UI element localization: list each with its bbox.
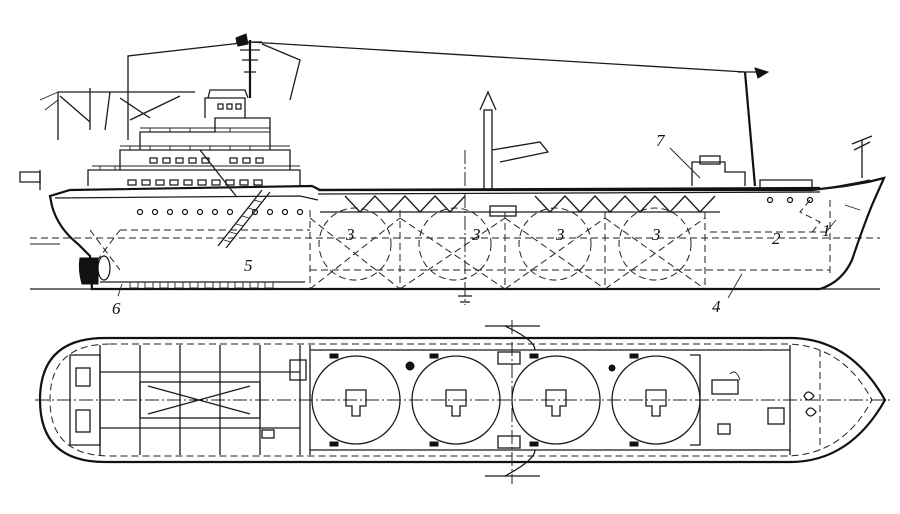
label-3-tank2: 3 [471,225,481,244]
mid-mast [483,109,493,191]
label-3-tank4: 3 [651,225,661,244]
propeller [97,255,111,281]
label-1: 1 [822,221,831,240]
hull-outline [48,176,886,291]
label-7: 7 [656,131,666,150]
label-2: 2 [772,229,781,248]
label-3-tank1: 3 [345,225,355,244]
side-elevation [19,33,886,305]
plan-cargo-tanks [311,355,701,445]
label-6: 6 [112,299,121,318]
plan-hull-outline [38,336,887,464]
label-5: 5 [244,256,253,275]
fore-mast [743,71,757,187]
label-3-tank3: 3 [555,225,565,244]
plan-view [35,320,890,484]
rudder [78,257,99,285]
label-4: 4 [712,297,721,316]
